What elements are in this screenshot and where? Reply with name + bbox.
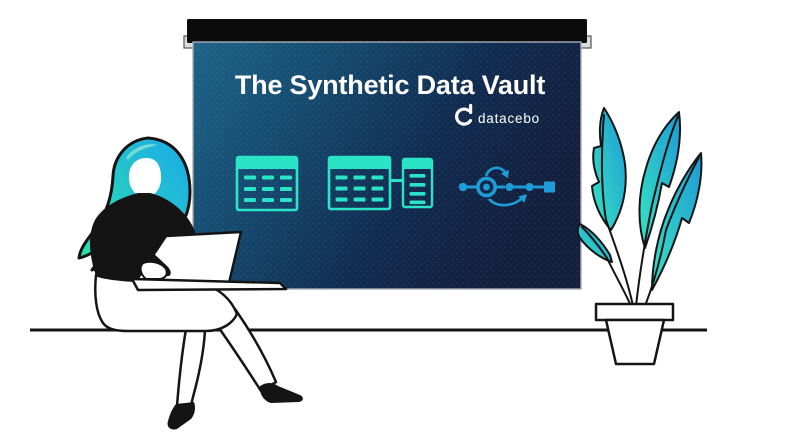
single-table-icon — [235, 155, 299, 212]
leg-crossed-right — [212, 307, 278, 393]
sequential-flow-icon — [458, 166, 555, 207]
hand — [139, 260, 168, 280]
plant-stems — [581, 114, 700, 307]
plant-leaf-left — [591, 107, 627, 231]
face — [128, 158, 162, 198]
datacebo-logo-icon — [455, 103, 473, 126]
woman-with-laptop — [77, 136, 303, 430]
shoe-left — [167, 402, 195, 430]
leg-lower-left — [175, 327, 207, 410]
multi-table-icon — [327, 155, 434, 211]
plant-leaf-right — [651, 152, 703, 291]
datacebo-logo-text: datacebo — [478, 111, 540, 126]
screen-top-bar — [187, 19, 587, 43]
single-table-cells — [244, 175, 292, 202]
shoe-right — [259, 383, 303, 403]
laptop-base — [130, 277, 288, 292]
screen-title: The Synthetic Data Vault — [235, 70, 545, 100]
multi-table-cells — [335, 174, 426, 205]
plant-pot-body — [604, 318, 666, 366]
datacebo-logo: datacebo — [455, 103, 540, 126]
plant-pot-rim — [594, 302, 675, 322]
potted-plant — [576, 107, 703, 366]
hair-highlight — [126, 144, 158, 160]
projector-screen: The Synthetic Data Vault datacebo — [183, 19, 592, 290]
